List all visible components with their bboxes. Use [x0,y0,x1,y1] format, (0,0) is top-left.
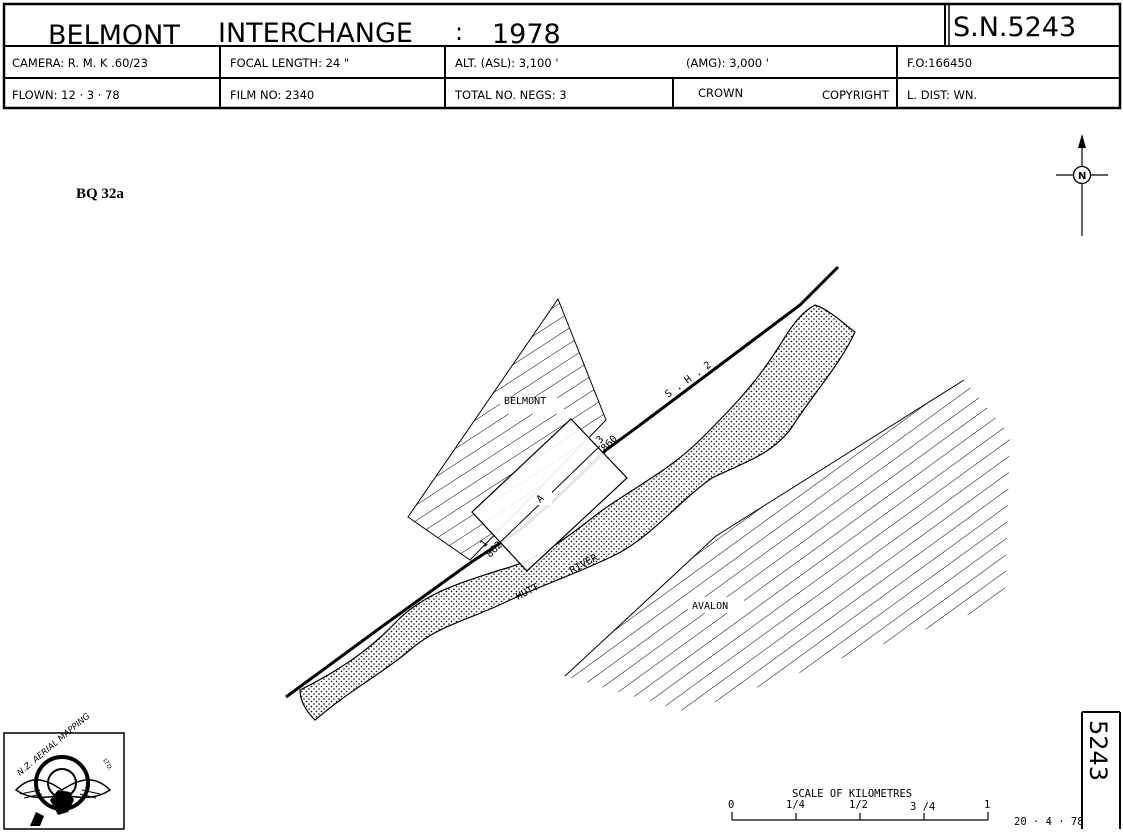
side-number-box [1081,711,1121,829]
logo-sub: LTD. [101,758,113,773]
title-colon: : [455,18,463,46]
belmont-label: BELMONT [504,396,546,407]
sh2-label: S . H . 2 [663,360,713,401]
side-number: 5243 [1084,720,1112,781]
scale-tick-2: 1/2 [849,799,868,811]
neg-top-code: 860 [599,434,620,455]
hutt-river [299,304,856,721]
flown-field: FLOWN: 12 · 3 · 78 [12,88,120,102]
header-table [2,2,1122,110]
copyright-text: COPYRIGHT [822,88,890,102]
north-label: N [1078,171,1086,182]
film-no-field: FILM NO: 2340 [230,88,314,102]
aerial-mapping-logo [3,732,125,830]
avalon-area [565,380,1010,712]
fo-field: F.O:166450 [907,56,972,70]
crown-text: CROWN [698,86,743,100]
altitude-asl-field: ALT. (ASL): 3,100 ' [455,56,558,70]
scale-tick-4: 1 [984,799,990,811]
north-arrow-icon [1056,134,1108,236]
title-year: 1978 [492,19,561,50]
scale-tick-1: 1/4 [786,799,805,811]
sheet-number: S.N.5243 [953,12,1076,43]
avalon-label: AVALON [692,601,728,612]
camera-field: CAMERA: R. M. K .60/23 [12,56,148,70]
land-district-field: L. DIST: WN. [907,88,977,102]
focal-length-field: FOCAL LENGTH: 24 " [230,56,349,70]
scale-tick-0: 0 [728,799,734,811]
scale-tick-3: 3 /4 [910,801,935,813]
scale-bar [731,812,989,821]
frame-letter: A [535,493,547,505]
belmont-area [407,297,607,561]
sheet-label: BQ 32a [76,186,124,202]
total-negs-field: TOTAL NO. NEGS: 3 [454,88,567,102]
state-highway-2 [285,265,840,699]
title-interchange: INTERCHANGE [218,18,413,49]
date-stamp: 20 · 4 · 78 [1014,816,1084,828]
scale-title: SCALE OF KILOMETRES [792,788,912,800]
altitude-amg-field: (AMG): 3,000 ' [686,56,769,70]
title-belmont: BELMONT [48,20,180,51]
